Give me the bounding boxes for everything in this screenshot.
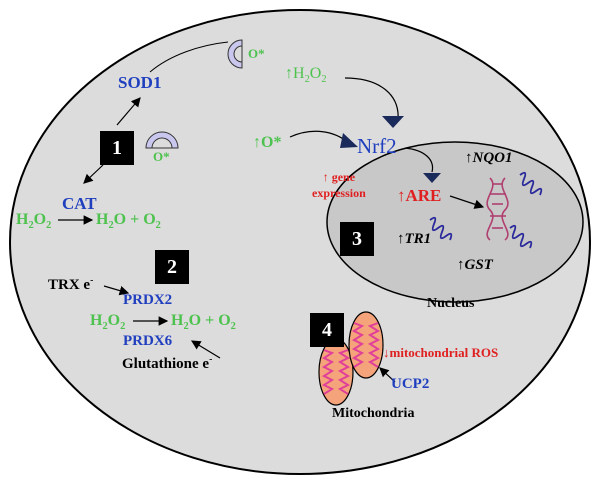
arrow-superoxide-to-nrf2 bbox=[289, 130, 346, 141]
nrf2-label: Nrf2 bbox=[357, 134, 397, 158]
superoxide-shape-top bbox=[227, 39, 243, 69]
cat-label: CAT bbox=[62, 194, 97, 213]
mitochondrion-icon-1 bbox=[318, 338, 354, 406]
mitochondrion-icon-2 bbox=[348, 311, 384, 379]
gst-label: ↑GST bbox=[457, 257, 493, 273]
arrow-nrf2-to-are bbox=[404, 147, 434, 173]
superoxide-shape-mid bbox=[145, 131, 179, 149]
up-h2o2-label: ↑H2O2 bbox=[285, 65, 327, 86]
ucp2-label: UCP2 bbox=[391, 376, 430, 392]
mitochondria-label: Mitochondria bbox=[332, 406, 415, 421]
cell-membrane bbox=[9, 9, 591, 475]
mito-ros-label: ↓mitochondrial ROS bbox=[383, 345, 499, 360]
arrow-sod1-to-superoxide bbox=[149, 41, 229, 73]
cat-products: H2O + O2 bbox=[96, 211, 161, 232]
are-label: ↑ARE bbox=[397, 186, 442, 205]
mrna-icon-1 bbox=[519, 171, 543, 196]
nucleus-label: Nucleus bbox=[427, 296, 475, 311]
superoxide-label-top: O* bbox=[248, 46, 265, 61]
trx-label: TRX e- bbox=[48, 275, 94, 293]
dna-icon bbox=[486, 177, 509, 241]
cat-substrate: H2O2 bbox=[16, 211, 52, 232]
mrna-icon-2 bbox=[429, 216, 453, 241]
mechanism-3-badge: 3 bbox=[340, 222, 374, 256]
prdx6-label: PRDX6 bbox=[123, 333, 173, 349]
mechanism-4-badge: 4 bbox=[310, 313, 344, 347]
nqo1-label: ↑NQO1 bbox=[465, 150, 513, 166]
arrow-1-to-cat bbox=[83, 164, 104, 184]
superoxide-label-mid: O* bbox=[153, 149, 170, 164]
arrow-trx-to-prdx2 bbox=[103, 285, 130, 296]
sod1-label: SOD1 bbox=[118, 73, 162, 92]
arrow-are-to-dna bbox=[449, 195, 485, 209]
prdx2-label: PRDX2 bbox=[123, 292, 173, 308]
glutathione-label: Glutathione e- bbox=[122, 354, 213, 372]
mechanism-1-badge: 1 bbox=[100, 131, 134, 165]
prdx-products: H2O + O2 bbox=[171, 312, 236, 333]
arrow-glutathione-to-prdx6 bbox=[190, 340, 221, 359]
gene-expression-label: ↑ gene expression bbox=[312, 170, 366, 200]
superoxide-arrowhead bbox=[340, 133, 358, 148]
prdx-substrate: H2O2 bbox=[90, 312, 126, 333]
up-superoxide-label: ↑O* bbox=[253, 134, 282, 151]
arrow-h2o2-to-nrf2 bbox=[344, 77, 399, 121]
mechanism-2-badge: 2 bbox=[155, 250, 189, 284]
h2o2-arrowhead bbox=[382, 116, 404, 128]
mrna-icon-3 bbox=[509, 224, 533, 249]
arrow-ucp2-to-mito bbox=[379, 367, 396, 383]
nrf2-arrowhead bbox=[423, 173, 441, 183]
tr1-label: ↑TR1 bbox=[397, 231, 432, 247]
nucleus-shape bbox=[326, 141, 584, 303]
arrow-1-to-sod1 bbox=[116, 97, 141, 126]
